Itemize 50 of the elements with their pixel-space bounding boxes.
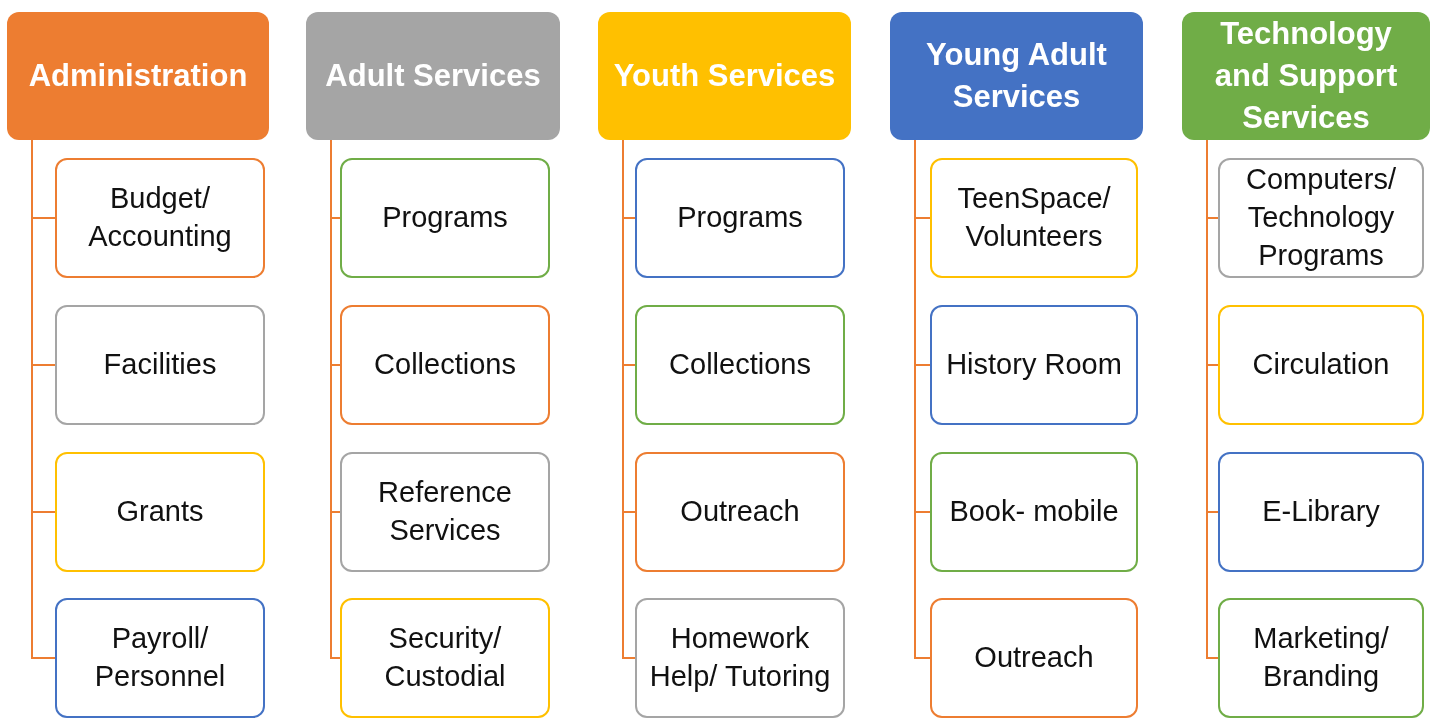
unit-label: Reference Services [377, 475, 513, 548]
unit-label: History Room [946, 347, 1122, 383]
unit-label: Programs [677, 200, 803, 236]
unit-box [635, 158, 845, 278]
unit-label: Payroll/ Personnel [93, 621, 227, 694]
unit-box [930, 305, 1138, 425]
unit-box [55, 305, 265, 425]
unit-box [340, 452, 550, 572]
unit-label: Circulation [1252, 347, 1390, 383]
unit-label: Outreach [680, 494, 800, 530]
unit-box [340, 305, 550, 425]
unit-label: Book- mobile [949, 494, 1119, 530]
unit-box [930, 452, 1138, 572]
unit-label: Collections [374, 347, 516, 383]
unit-box [1218, 452, 1424, 572]
department-header [306, 12, 560, 140]
unit-label: Collections [669, 347, 811, 383]
header-label: Administration [28, 57, 248, 96]
unit-box [55, 158, 265, 278]
unit-box [55, 598, 265, 718]
department-header [1182, 12, 1430, 140]
unit-label: Homework Help/ Tutoring [648, 621, 832, 694]
header-label: Young Adult Services [925, 36, 1108, 116]
unit-label: Budget/ Accounting [87, 181, 233, 254]
unit-box [340, 158, 550, 278]
header-label: Technology and Support Services [1213, 15, 1399, 137]
unit-label: Facilities [103, 347, 217, 383]
unit-label: Outreach [974, 640, 1094, 676]
unit-box [635, 305, 845, 425]
unit-box [1218, 305, 1424, 425]
unit-label: Grants [116, 494, 204, 530]
unit-label: Programs [382, 200, 508, 236]
unit-box [55, 452, 265, 572]
unit-box [635, 598, 845, 718]
department-header [890, 12, 1143, 140]
unit-box [635, 452, 845, 572]
unit-label: TeenSpace/ Volunteers [956, 181, 1112, 254]
unit-box [1218, 158, 1424, 278]
unit-label: Marketing/ Branding [1252, 621, 1390, 694]
header-label: Youth Services [613, 57, 836, 96]
unit-box [930, 158, 1138, 278]
unit-box [1218, 598, 1424, 718]
department-header [598, 12, 851, 140]
department-header [7, 12, 269, 140]
unit-label: Computers/ Technology Programs [1245, 162, 1397, 273]
unit-label: E-Library [1262, 494, 1380, 530]
unit-box [930, 598, 1138, 718]
unit-label: Security/ Custodial [383, 621, 507, 694]
unit-box [340, 598, 550, 718]
header-label: Adult Services [325, 57, 541, 96]
